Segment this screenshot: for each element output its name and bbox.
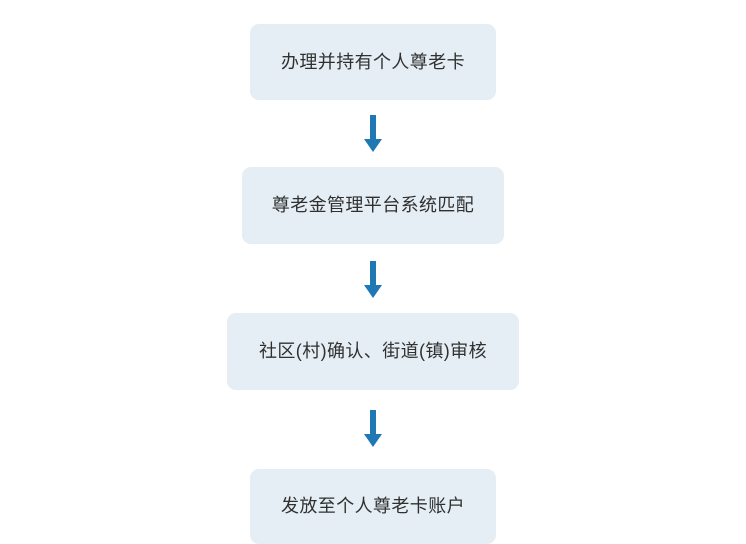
flow-node-step-4: 发放至个人尊老卡账户 (250, 468, 496, 544)
flow-node-step-1: 办理并持有个人尊老卡 (250, 24, 496, 101)
arrow-down-icon (364, 115, 382, 153)
flow-node-label: 发放至个人尊老卡账户 (281, 495, 465, 516)
flow-node-step-3: 社区(村)确认、街道(镇)审核 (227, 313, 519, 390)
arrow-down-icon (364, 261, 382, 299)
flow-node-label: 办理并持有个人尊老卡 (281, 51, 465, 72)
flow-node-step-2: 尊老金管理平台系统匹配 (242, 167, 504, 245)
arrow-down-icon (364, 409, 382, 447)
flow-node-label: 尊老金管理平台系统匹配 (271, 195, 475, 216)
flow-node-label: 社区(村)确认、街道(镇)审核 (259, 340, 487, 361)
